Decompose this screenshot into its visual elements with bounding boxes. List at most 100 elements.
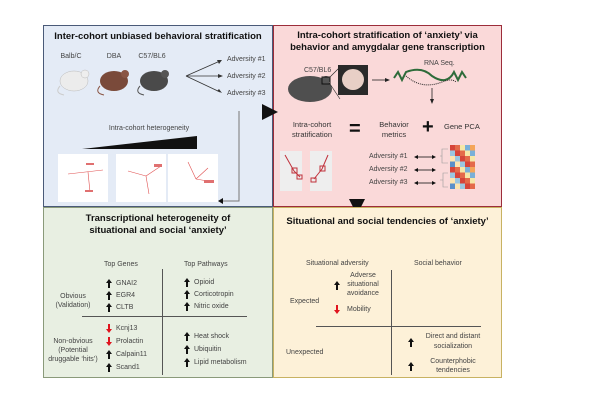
heterogeneity-label: Intra-cohort heterogeneity [108, 125, 190, 132]
arrow-up-icon [184, 358, 190, 367]
equals-sign: = [349, 118, 361, 140]
intra-strain-label: C57/BL6 [304, 67, 332, 74]
situational-column-divider [391, 270, 392, 375]
list-item-label: Kcnj13 [116, 325, 138, 332]
heatmap-cell [465, 156, 470, 162]
arrow-up-icon [408, 338, 414, 347]
arrow-up-icon [106, 350, 112, 359]
row-nonobvious-line1: Non-obvious [53, 338, 93, 345]
mouse-balbc-icon [57, 69, 90, 96]
amygdala-slice-image [338, 65, 368, 95]
list-item-label: Scand1 [116, 364, 140, 371]
avoidance-line1: Adverse [350, 272, 376, 279]
mouse-dba-icon [97, 70, 129, 96]
panel-situational-title: Situational and social tendencies of ‘an… [286, 216, 489, 227]
panel-intra-cohort-title-line2: behavior and amygdalar gene transcriptio… [290, 42, 485, 53]
strain-label-dba: DBA [106, 53, 122, 60]
heatmap-cell [450, 178, 455, 184]
strat-label-line1: Intra-cohort [292, 120, 332, 129]
panel-inter-cohort-title: Inter-cohort unbiased behavioral stratif… [54, 31, 262, 42]
arrow-right-icon [262, 104, 278, 120]
heatmap-cell [455, 183, 460, 189]
heatmap-cell [450, 156, 455, 162]
heatmap-cell [455, 145, 460, 151]
heatmap-cell [470, 178, 475, 184]
gene-pca-label: Gene PCA [444, 122, 480, 131]
arrow-up-icon [106, 291, 112, 300]
heatmap-cell [455, 167, 460, 173]
heatmap-cell [450, 167, 455, 173]
arrow-up-icon [184, 290, 190, 299]
heatmap-cell [460, 145, 465, 151]
social-line1: Direct and distant [425, 333, 481, 340]
arrow-up-icon [408, 362, 414, 371]
heatmap-cell [460, 167, 465, 173]
arrow-up-icon [106, 279, 112, 288]
arrow-down-icon [106, 337, 112, 346]
heatmap-cell [465, 183, 470, 189]
mouse-c57bl6-icon [137, 70, 169, 96]
adversity-1-label: Adversity #1 [227, 56, 266, 63]
heatmap-cell [455, 150, 460, 156]
counter-line1: Counterphobic [430, 358, 476, 365]
list-item-label: Prolactin [116, 338, 144, 345]
avoidance-line3: avoidance [347, 290, 379, 297]
heatmap-cell [470, 167, 475, 173]
col-situational-adversity: Situational adversity [306, 260, 369, 267]
feedback-arrow [218, 111, 240, 204]
panel-inter-cohort: Inter-cohort unbiased behavioral stratif… [43, 25, 273, 207]
heatmap-cell [455, 156, 460, 162]
row-divider [82, 316, 247, 317]
list-item-label: Calpain11 [116, 351, 148, 358]
scatter-plot-2 [116, 154, 166, 202]
col-social-behavior: Social behavior [414, 260, 462, 267]
heatmap-cell [465, 172, 470, 178]
row-obvious-line1: Obvious [60, 293, 86, 300]
stratification-boxplots [280, 151, 332, 191]
mouse-c57bl6-brain-icon [288, 66, 341, 102]
row-expected: Expected [290, 298, 320, 305]
col-top-genes: Top Genes [104, 261, 138, 268]
arrow-down-icon [334, 305, 340, 314]
adversity-2-label: Adversity #2 [227, 73, 266, 80]
arrow-to-rnaseq [372, 78, 390, 82]
behavior-label-line1: Behavior [379, 120, 409, 129]
heatmap-dendrogram [440, 148, 448, 188]
list-item-label: EGR4 [116, 292, 136, 299]
list-item-label: Nitric oxide [194, 303, 229, 310]
strain-label-c57bl6: C57/BL6 [138, 53, 166, 60]
heatmap-cell [465, 150, 470, 156]
arrow-up-icon [184, 278, 190, 287]
panel-intra-cohort: Intra-cohort stratification of ‘anxiety’… [273, 25, 502, 207]
heatmap-cell [450, 161, 455, 167]
list-item-label: Opioid [194, 279, 215, 286]
heatmap-cell [460, 172, 465, 178]
list-item-label: GNAI2 [116, 280, 138, 287]
bidirectional-arrows [414, 155, 436, 185]
heatmap-cell [470, 183, 475, 189]
adversity-3-label: Adversity #3 [227, 90, 266, 97]
row-unexpected: Unexpected [286, 349, 324, 356]
heatmap-cell [470, 145, 475, 151]
column-divider [162, 269, 163, 375]
branch-arrows [185, 60, 223, 93]
social-line2: socialization [433, 343, 473, 350]
heatmap-cell [470, 150, 475, 156]
list-item-label: Lipid metabolism [194, 359, 247, 366]
heatmap-cell [450, 145, 455, 151]
heatmap-cell [470, 161, 475, 167]
heatmap-cell [465, 161, 470, 167]
strat-label-line2: stratification [291, 130, 333, 139]
heatmap-cell [460, 150, 465, 156]
list-item-label: CLTB [116, 304, 134, 311]
intra-adversity-2: Adversity #2 [369, 166, 408, 173]
heatmap-cell [460, 156, 465, 162]
heatmap-cell [465, 178, 470, 184]
list-item-label: Heat shock [194, 333, 230, 340]
mobility-label: Mobility [347, 306, 371, 313]
list-item-label: Ubiquitin [194, 346, 222, 353]
heatmap-cell [460, 178, 465, 184]
strain-label-balbc: Balb/C [60, 53, 82, 60]
arrow-up-icon [106, 363, 112, 372]
arrow-up-icon [334, 281, 340, 290]
